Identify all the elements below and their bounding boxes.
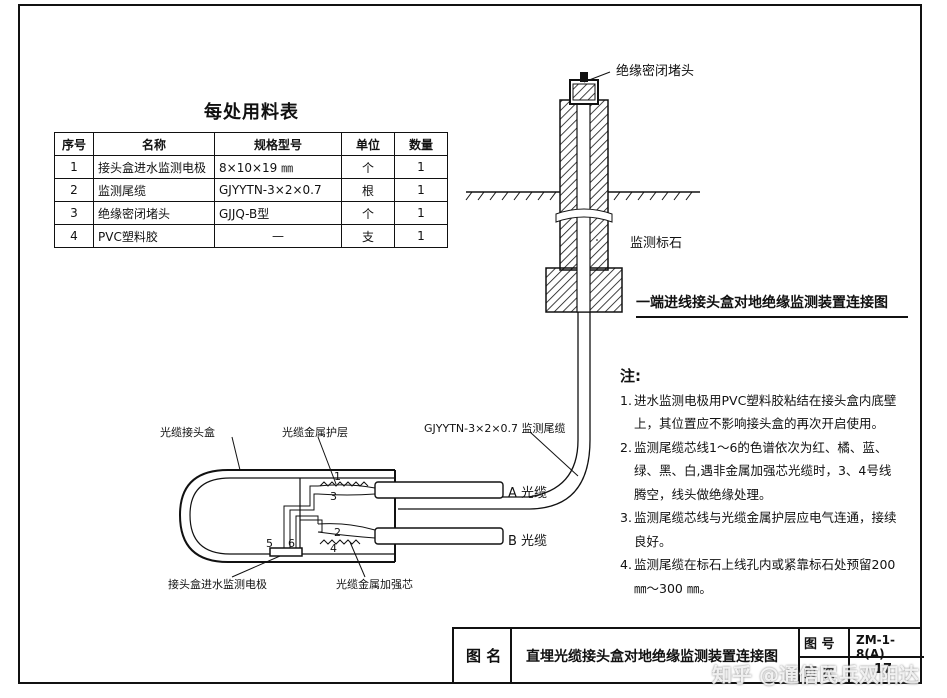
table-cell: 1 xyxy=(394,155,448,179)
table-cell: 个 xyxy=(341,201,395,225)
page-number: 17 xyxy=(874,662,893,677)
note-number: 1. xyxy=(620,392,632,408)
note-item: 3. 监测尾缆芯线与光缆金属护层应电气连通，接续良好。 xyxy=(620,506,902,553)
cable-leader xyxy=(529,431,579,477)
diagram-title: 一端进线接头盒对地绝缘监测装置连接图 xyxy=(636,295,888,311)
wire-number-4: 4 xyxy=(330,542,337,555)
note-text: 监测尾缆芯线1～6的色谱依次为红、橘、蓝、绿、黑、白,遇非金属加强芯光缆时，3、… xyxy=(634,439,892,502)
leader-lines xyxy=(231,239,598,578)
note-number: 4. xyxy=(620,557,632,572)
figure-name: 直埋光缆接头盒对地绝缘监测装置连接图 xyxy=(526,649,778,665)
header-cell: 规格型号 xyxy=(214,132,342,156)
monitoring-tail-cable xyxy=(398,312,591,510)
note-text: 监测尾缆在标石上线孔内或紧靠标石处预留200 ㎜～300 ㎜。 xyxy=(634,557,896,596)
table-row: 3 绝缘密闭堵头 GJJQ-B型 个 1 xyxy=(54,201,448,225)
cable-a xyxy=(317,481,504,499)
table-cell: 支 xyxy=(341,224,395,248)
title-block: 图 名 直埋光缆接头盒对地绝缘监测装置连接图 图 号 ZM-1-8(A) 页 次… xyxy=(452,627,924,684)
header-cell: 数量 xyxy=(394,132,448,156)
figure-number: ZM-1-8(A) xyxy=(856,633,895,661)
wire-number-3: 3 xyxy=(330,490,337,503)
table-cell: 1 xyxy=(394,201,448,225)
note-number: 3. xyxy=(620,510,632,525)
table-cell: 4 xyxy=(54,224,94,248)
wire-number-1: 1 xyxy=(334,470,341,483)
page-label: 页 次 xyxy=(804,666,835,681)
figure-name-label: 图 名 xyxy=(466,647,502,665)
table-row: 4 PVC塑料胶 — 支 1 xyxy=(54,224,448,248)
strength-core-label: 光缆金属加强芯 xyxy=(336,578,413,591)
metal-sheath-label: 光缆金属护层 xyxy=(282,426,348,439)
table-cell: 1 xyxy=(394,224,448,248)
note-number: 2. xyxy=(620,439,632,455)
table-title: 每处用料表 xyxy=(204,102,299,123)
table-cell: 监测尾缆 xyxy=(93,178,215,202)
wire-number-2: 2 xyxy=(334,526,341,539)
wire-number-5: 5 xyxy=(266,537,273,550)
cable-b xyxy=(317,523,504,545)
cable-b-label: B 光缆 xyxy=(508,534,548,549)
note-item: 4. 监测尾缆在标石上线孔内或紧靠标石处预留200 ㎜～300 ㎜。 xyxy=(620,553,902,600)
table-row: 2 监测尾缆 GJYYTN-3×2×0.7 根 1 xyxy=(54,178,448,202)
insulating-plug xyxy=(569,71,611,105)
cable-spec-label: GJYYTN-3×2×0.7 监测尾缆 xyxy=(424,422,566,435)
table-cell: 3 xyxy=(54,201,94,225)
table-cell: — xyxy=(214,224,342,248)
monitoring-electrode xyxy=(269,547,303,557)
header-cell: 序号 xyxy=(54,132,94,156)
electrode-label: 接头盒进水监测电极 xyxy=(168,578,267,591)
ground-line xyxy=(465,191,700,201)
note-item: 2. 监测尾缆芯线1～6的色谱依次为红、橘、蓝、绿、黑、白,遇非金属加强芯光缆时… xyxy=(620,436,902,507)
title-underline xyxy=(636,316,908,318)
table-cell: 8×10×19 ㎜ xyxy=(214,155,342,179)
table-cell: PVC塑料胶 xyxy=(93,224,215,248)
cable-a-label: A 光缆 xyxy=(508,486,548,501)
materials-table: 序号 名称 规格型号 单位 数量 1 接头盒进水监测电极 8×10×19 ㎜ 个… xyxy=(54,132,448,248)
plug-label: 绝缘密闭堵头 xyxy=(616,64,695,79)
notes: 注: 1. 进水监测电极用PVC塑料胶粘结在接头盒内底壁上，其位置应不影响接头盒… xyxy=(620,365,902,600)
drawing-frame xyxy=(18,4,922,684)
table-cell: 绝缘密闭堵头 xyxy=(93,201,215,225)
core-wires xyxy=(283,485,323,548)
splice-box-label: 光缆接头盒 xyxy=(160,426,215,439)
marker-stone-label: 监测标石 xyxy=(630,236,683,251)
figure-number-label: 图 号 xyxy=(804,637,835,652)
table-cell: 接头盒进水监测电极 xyxy=(93,155,215,179)
table-cell: GJYYTN-3×2×0.7 xyxy=(214,178,342,202)
notes-heading: 注: xyxy=(620,367,641,385)
note-text: 监测尾缆芯线与光缆金属护层应电气连通，接续良好。 xyxy=(634,510,897,549)
table-header-row: 序号 名称 规格型号 单位 数量 xyxy=(54,132,448,156)
watermark: 知乎 @通信民兵双阳达 xyxy=(712,663,919,687)
note-text: 进水监测电极用PVC塑料胶粘结在接头盒内底壁上，其位置应不影响接头盒的再次开启使… xyxy=(634,392,897,432)
note-item: 1. 进水监测电极用PVC塑料胶粘结在接头盒内底壁上，其位置应不影响接头盒的再次… xyxy=(620,389,902,436)
wire-number-6: 6 xyxy=(288,537,295,550)
marker-stone xyxy=(545,99,623,313)
